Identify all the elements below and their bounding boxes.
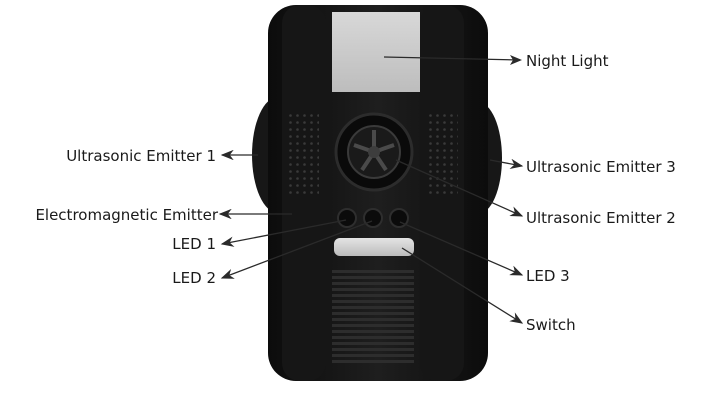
switch-panel [334,238,414,256]
label-night-light: Night Light [526,52,609,70]
leader-night-light [383,56,521,61]
label-ultrasonic-emitter-3: Ultrasonic Emitter 3 [526,158,676,176]
bottom-vent-slots [332,268,414,366]
speaker-center [368,146,380,158]
left-dot-grille [289,112,319,196]
leader-ultrasonic-2 [395,159,524,217]
label-electromagnetic-emitter: Electromagnetic Emitter [35,206,218,224]
label-ultrasonic-emitter-2: Ultrasonic Emitter 2 [526,209,676,227]
label-ultrasonic-emitter-1: Ultrasonic Emitter 1 [66,147,216,165]
leader-switch [401,247,524,324]
night-light-panel [332,12,420,92]
leader-led-3 [399,221,524,276]
label-switch: Switch [526,316,576,334]
led-1-light [337,208,357,228]
leader-led-2 [220,220,373,279]
led-3-light [389,208,409,228]
arrowhead-night-light [510,55,522,65]
label-led-2: LED 2 [172,269,216,287]
leader-ultrasonic-3 [489,158,524,169]
leader-led-1 [220,219,347,247]
right-dot-grille [428,112,458,196]
label-led-1: LED 1 [172,235,216,253]
label-led-3: LED 3 [526,267,570,285]
led-2-light [363,208,383,228]
